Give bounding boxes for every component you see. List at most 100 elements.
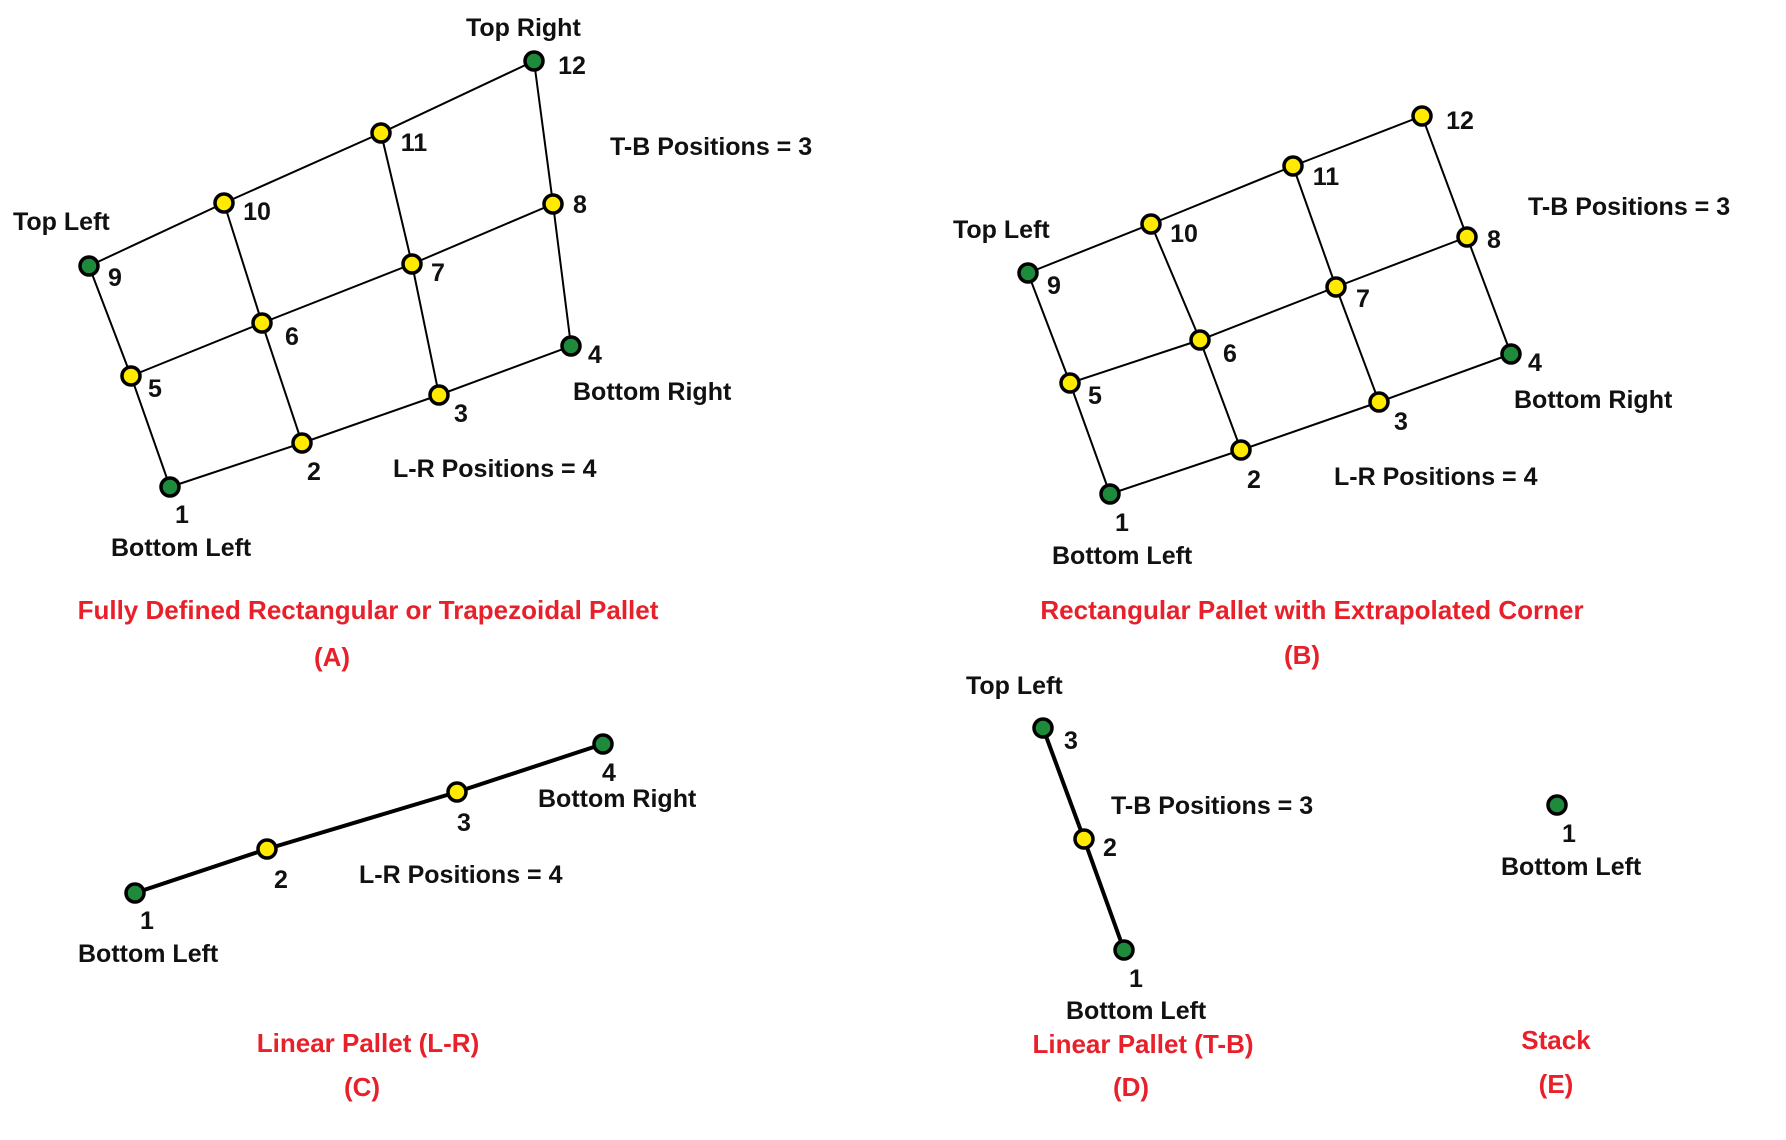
diagram-b-numbers: 1 2 3 4 5 6 7 8 9 10 11 12: [1047, 107, 1542, 537]
position-number: 2: [274, 866, 288, 894]
position-number: 10: [243, 198, 271, 226]
position-node[interactable]: [401, 253, 423, 275]
diagram-a: 1 2 3 4 5 6 7 8 9 10 11 12 Top Right Top…: [13, 14, 812, 672]
diagram-caption: Fully Defined Rectangular or Trapezoidal…: [78, 595, 659, 625]
position-node[interactable]: [1456, 226, 1478, 248]
position-node[interactable]: [159, 476, 181, 498]
row-edge: [1069, 236, 1468, 384]
bottom-left-label: Bottom Left: [111, 534, 252, 562]
position-node[interactable]: [1500, 343, 1522, 365]
diagram-e: 1 Bottom Left Stack (E): [1501, 794, 1642, 1099]
diagram-letter: (A): [314, 642, 350, 672]
position-node[interactable]: [251, 312, 273, 334]
diagram-caption: Stack: [1521, 1025, 1591, 1055]
diagram-d: 1 2 3 Top Left Bottom Left T-B Positions…: [966, 672, 1313, 1102]
position-node[interactable]: [446, 781, 468, 803]
position-number: 9: [1047, 272, 1061, 300]
position-number: 2: [1103, 834, 1117, 862]
tb-positions-label: T-B Positions = 3: [1111, 792, 1313, 820]
position-number: 1: [1115, 509, 1129, 537]
position-node[interactable]: [1282, 155, 1304, 177]
position-number: 11: [1313, 163, 1340, 191]
row-edge: [169, 345, 572, 488]
position-node[interactable]: [542, 193, 564, 215]
position-number: 12: [1446, 107, 1474, 135]
diagram-c-nodes: [124, 733, 614, 904]
position-node[interactable]: [1113, 939, 1135, 961]
position-number: 3: [1064, 727, 1078, 755]
top-left-label: Top Left: [966, 672, 1063, 700]
position-number: 6: [285, 323, 299, 351]
lr-positions-label: L-R Positions = 4: [393, 455, 597, 483]
position-node[interactable]: [428, 384, 450, 406]
position-number: 3: [454, 400, 468, 428]
bottom-left-label: Bottom Left: [1501, 853, 1642, 881]
position-node[interactable]: [560, 335, 582, 357]
diagram-letter: (D): [1113, 1072, 1149, 1102]
bottom-right-label: Bottom Right: [1514, 386, 1673, 414]
diagram-letter: (B): [1284, 640, 1320, 670]
position-node[interactable]: [1230, 439, 1252, 461]
bottom-left-label: Bottom Left: [1052, 542, 1193, 570]
position-number: 8: [1487, 226, 1501, 254]
position-number: 1: [140, 907, 154, 935]
tb-positions-label: T-B Positions = 3: [1528, 193, 1730, 221]
tb-positions-label: T-B Positions = 3: [610, 133, 812, 161]
position-node[interactable]: [1140, 213, 1162, 235]
position-node[interactable]: [1325, 276, 1347, 298]
diagram-b-nodes: [1017, 105, 1522, 505]
position-number: 4: [588, 341, 602, 369]
lr-positions-label: L-R Positions = 4: [359, 861, 563, 889]
position-number: 11: [401, 129, 428, 157]
diagram-b: 1 2 3 4 5 6 7 8 9 10 11 12 Top Left Bott…: [953, 105, 1730, 670]
position-node[interactable]: [1073, 828, 1095, 850]
position-number: 2: [307, 458, 321, 486]
bottom-left-label: Bottom Left: [1066, 997, 1207, 1025]
position-number: 1: [1129, 965, 1143, 993]
position-number: 1: [175, 501, 189, 529]
diagram-caption: Linear Pallet (L-R): [257, 1028, 479, 1058]
linear-edge: [134, 742, 604, 895]
position-node[interactable]: [1411, 105, 1433, 127]
bottom-right-label: Bottom Right: [573, 378, 732, 406]
position-number: 4: [1528, 349, 1542, 377]
position-node[interactable]: [370, 122, 392, 144]
position-node[interactable]: [291, 432, 313, 454]
lr-positions-label: L-R Positions = 4: [1334, 463, 1538, 491]
position-node[interactable]: [1189, 329, 1211, 351]
position-number: 10: [1170, 220, 1198, 248]
position-node[interactable]: [592, 733, 614, 755]
position-node[interactable]: [78, 255, 100, 277]
diagram-letter: (C): [344, 1072, 380, 1102]
position-node[interactable]: [1368, 391, 1390, 413]
position-node[interactable]: [1032, 717, 1054, 739]
position-node[interactable]: [124, 882, 146, 904]
top-left-label: Top Left: [13, 208, 110, 236]
position-number: 3: [1394, 408, 1408, 436]
diagram-c-numbers: 1 2 3 4: [140, 759, 616, 935]
position-node[interactable]: [1546, 794, 1568, 816]
position-number: 1: [1562, 820, 1576, 848]
position-node[interactable]: [256, 838, 278, 860]
top-right-label: Top Right: [466, 14, 581, 42]
diagram-a-grid: [88, 60, 572, 488]
position-number: 7: [431, 259, 445, 287]
diagram-c: 1 2 3 4 Bottom Right Bottom Left L-R Pos…: [78, 733, 697, 1102]
position-node[interactable]: [213, 192, 235, 214]
top-left-label: Top Left: [953, 216, 1050, 244]
position-number: 9: [108, 264, 122, 292]
diagram-d-numbers: 1 2 3: [1064, 727, 1143, 993]
position-node[interactable]: [1017, 262, 1039, 284]
position-node[interactable]: [1059, 372, 1081, 394]
position-node[interactable]: [1099, 483, 1121, 505]
position-node[interactable]: [523, 50, 545, 72]
diagram-d-nodes: [1032, 717, 1135, 961]
diagram-b-grid: [1027, 115, 1512, 495]
row-edge: [1027, 115, 1423, 274]
row-edge: [1109, 353, 1512, 495]
diagram-a-numbers: 1 2 3 4 5 6 7 8 9 10 11 12: [108, 52, 602, 529]
position-node[interactable]: [120, 365, 142, 387]
position-number: 8: [573, 191, 587, 219]
position-number: 6: [1223, 340, 1237, 368]
